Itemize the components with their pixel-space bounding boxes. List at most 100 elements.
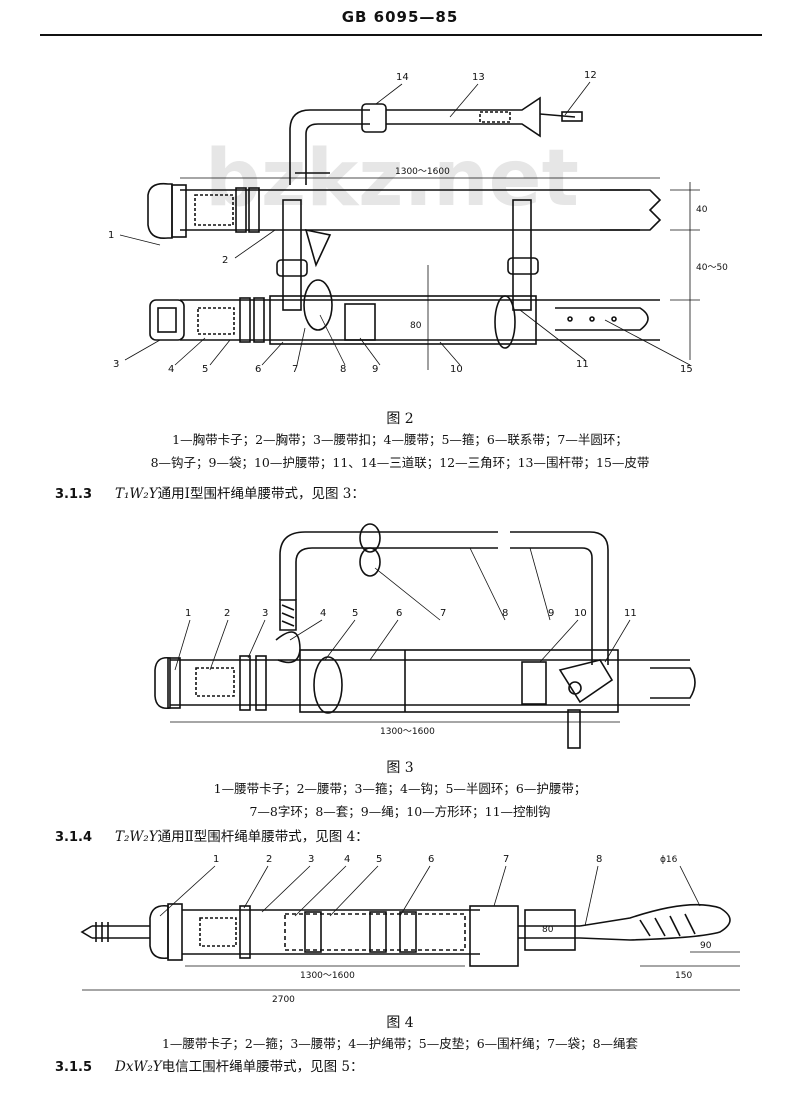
leader-diameter — [679, 865, 701, 907]
callout-4: 4 — [344, 854, 350, 865]
leader-3 — [124, 339, 161, 361]
hook-8-top — [304, 228, 332, 268]
leader-6 — [369, 619, 399, 661]
callout-2: 2 — [224, 608, 230, 619]
figure-3-legend: 1—腰带卡子；2—腰带；3—箍；4—钩；5—半圆环；6—护腰带； 7—8字环；8… — [0, 777, 800, 823]
callout-15: 15 — [680, 364, 693, 375]
callout-9: 9 — [372, 364, 378, 375]
callout-9: 9 — [548, 608, 554, 619]
dim-width-a-text: 40 — [696, 205, 708, 215]
figure-2-caption: 图 2 — [386, 411, 414, 427]
chest-hoop-a — [235, 187, 247, 233]
chest-hoop-b — [248, 187, 260, 233]
leader-8 — [469, 547, 506, 621]
leader-11 — [604, 619, 631, 663]
leader-6 — [261, 341, 284, 366]
rope-loop-8 — [579, 903, 731, 941]
chest-clip-shape — [147, 182, 173, 240]
dim-90-text: 90 — [700, 941, 712, 951]
callout-1: 1 — [213, 854, 219, 865]
standard-code: GB 6095—85 — [341, 8, 459, 26]
leader-6 — [399, 865, 431, 917]
section-text: 电信工围杆绳单腰带式，见图 5： — [161, 1059, 364, 1075]
figure-4-drawing: 1 2 3 4 5 6 7 8 ϕ16 1300～1600 2700 80 90… — [0, 848, 800, 1010]
waist-hoop-b — [253, 297, 265, 343]
belt-end — [650, 667, 696, 699]
figure-eight-ring-bottom — [359, 547, 381, 577]
figure-3-svg: 1 2 3 4 5 6 7 8 9 10 11 1300～1600 — [154, 523, 696, 749]
callout-8: 8 — [502, 608, 508, 619]
dim-150-text: 150 — [675, 971, 692, 981]
waist-clip-plate — [167, 903, 183, 961]
rope-right-outer — [510, 531, 609, 665]
leader-7 — [296, 327, 306, 366]
waist-pad-6 — [299, 649, 619, 713]
figure-2-legend-line-1: 1—胸带卡子；2—胸带；3—腰带扣；4—腰带；5—箍；6—联系带；7—半圆环； — [172, 432, 628, 447]
leader-1 — [174, 619, 191, 671]
leader-10 — [539, 619, 579, 663]
section-text: 通用Ⅱ型围杆绳单腰带式，见图 4： — [157, 829, 369, 845]
figure-2-drawing: bzkz.net — [0, 60, 800, 405]
callout-6: 6 — [255, 364, 261, 375]
rope-loop-braid — [639, 913, 696, 937]
dim-diameter-text: ϕ16 — [660, 855, 678, 865]
leader-5 — [329, 865, 379, 917]
callout-12: 12 — [584, 70, 597, 81]
callout-2: 2 — [266, 854, 272, 865]
callout-3: 3 — [308, 854, 314, 865]
pole-belt-bend-inner — [305, 123, 370, 185]
dim-total-text: 2700 — [272, 995, 295, 1005]
leader-2 — [209, 619, 229, 671]
waist-pad-10 — [269, 295, 537, 345]
pole-rope-tip — [80, 925, 93, 939]
leader-7 — [374, 567, 441, 621]
figure-3-legend-line-1: 1—腰带卡子；2—腰带；3—箍；4—钩；5—半圆环；6—护腰带； — [213, 781, 587, 796]
waist-buckle-inner — [157, 307, 177, 333]
waist-clip-1 — [149, 904, 169, 960]
connecting-strap-left — [282, 199, 302, 311]
figure-4-svg: 1 2 3 4 5 6 7 8 ϕ16 1300～1600 2700 80 90… — [80, 854, 740, 1005]
leader-3 — [247, 619, 266, 659]
leader-9 — [359, 337, 381, 366]
square-ring-10 — [521, 661, 547, 705]
pad-band-b — [369, 911, 387, 953]
three-way-link-left — [276, 259, 308, 277]
leader-12 — [564, 81, 591, 116]
leader-4 — [174, 337, 206, 366]
half-ring-7 — [303, 279, 333, 331]
callout-14: 14 — [396, 72, 409, 83]
section-3-1-3: 3.1.3 T₁W₂Y通用Ⅰ型围杆绳单腰带式，见图 3： — [55, 482, 365, 502]
callout-1: 1 — [108, 230, 114, 241]
bag-9 — [344, 303, 376, 341]
section-text: 通用Ⅰ型围杆绳单腰带式，见图 3： — [157, 486, 365, 502]
figure-3-legend-line-2: 7—8字环；8—套；9—绳；10—方形环；11—控制钩 — [249, 804, 551, 819]
dim-height-text: 80 — [410, 321, 422, 331]
pole-rope-grip — [95, 922, 109, 942]
section-number: 3.1.4 — [55, 830, 93, 845]
pole-belt-bend-outer — [289, 109, 370, 185]
section-model: T₂W₂Y — [115, 829, 158, 845]
leader-13 — [449, 83, 479, 118]
leader-11 — [519, 309, 586, 361]
section-model: T₁W₂Y — [115, 486, 158, 502]
leather-belt-15 — [555, 307, 649, 331]
waist-pad-ring-right — [494, 295, 516, 349]
pole-belt-stitch — [479, 111, 511, 123]
callout-1: 1 — [185, 608, 191, 619]
leather-belt-hole-b — [589, 316, 595, 322]
callout-13: 13 — [472, 72, 485, 83]
figure-4-legend: 1—腰带卡子；2—箍；3—腰带；4—护绳带；5—皮垫；6—围杆绳；7—袋；8—绳… — [0, 1032, 800, 1055]
waist-buckle-3 — [149, 299, 185, 341]
hook-4 — [275, 631, 301, 664]
sleeve-braid — [281, 604, 295, 627]
connecting-strap-right — [512, 199, 532, 311]
figure-4-legend-line-1: 1—腰带卡子；2—箍；3—腰带；4—护绳带；5—皮垫；6—围杆绳；7—袋；8—绳… — [161, 1036, 639, 1051]
section-3-1-4: 3.1.4 T₂W₂Y通用Ⅱ型围杆绳单腰带式，见图 4： — [55, 825, 369, 845]
callout-3: 3 — [262, 608, 268, 619]
section-number: 3.1.3 — [55, 487, 93, 502]
pad-band-c — [399, 911, 417, 953]
waist-belt-stitch — [197, 307, 235, 335]
waist-hoop-a — [239, 297, 251, 343]
leader-14 — [375, 83, 403, 105]
